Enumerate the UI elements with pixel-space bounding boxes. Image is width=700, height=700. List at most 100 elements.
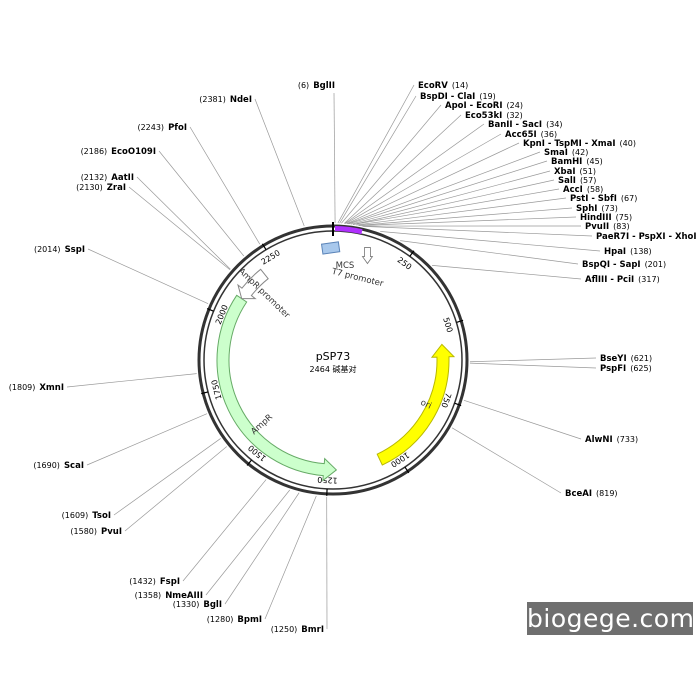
site-label-psti-sbfi: PstI - SbfI (67) — [570, 194, 637, 204]
site-name: ZraI — [107, 183, 126, 193]
site-label-alwni: AlwNI(733) — [585, 435, 638, 445]
site-name: BmrI — [301, 625, 324, 635]
plasmid-size: 2464 碱基对 — [310, 364, 357, 374]
leader-line-paer7i-pspxi-xhoi — [363, 226, 593, 237]
site-name: HindIII — [580, 213, 612, 223]
leader-line-sspi — [87, 248, 209, 305]
site-position: (14) — [452, 81, 468, 90]
leader-line-bamhi — [348, 160, 548, 225]
leader-line-sphi — [358, 207, 573, 226]
mcs-label: MCS — [336, 261, 355, 271]
leader-line-smai — [347, 151, 541, 225]
site-position: (2186) — [81, 147, 108, 156]
site-name: BglI — [203, 600, 222, 610]
site-name: BspDI - ClaI — [420, 92, 475, 102]
leader-line-ndei — [254, 98, 305, 227]
leader-line-hindiii — [359, 216, 577, 226]
scale-tick — [246, 459, 253, 466]
site-label-paer7i-pspxi-xhoi: PaeR7I - PspXI - XhoI(87) — [596, 232, 700, 242]
site-label-ecoo109i: (2186)EcoO109I — [81, 147, 156, 157]
ampr-feature-arrow — [216, 294, 338, 482]
site-name: BceAI — [565, 489, 592, 499]
leader-line-acc65i — [345, 133, 502, 224]
site-position: (1432) — [129, 577, 156, 586]
scale-tick — [206, 308, 214, 312]
site-name: ScaI — [64, 461, 84, 471]
scale-tick — [409, 250, 415, 257]
site-name: BanII - SacI — [488, 120, 542, 130]
site-name: BpmI — [237, 615, 262, 625]
site-label-smai: SmaI(42) — [544, 148, 588, 158]
leader-line-sali — [352, 179, 555, 225]
site-name: PstI - SbfI — [570, 194, 617, 204]
site-position: (138) — [630, 247, 652, 256]
site-label-zrai: (2130)ZraI — [76, 183, 126, 193]
leader-line-hpai — [380, 231, 601, 252]
site-name: BspQI - SapI — [582, 260, 641, 270]
leader-line-scai — [86, 413, 208, 466]
site-position: (40) — [620, 139, 636, 148]
site-name: FspI — [160, 577, 180, 587]
site-label-bglii: (6)BglII — [298, 81, 335, 91]
leader-line-bspdi-clai — [339, 95, 417, 224]
site-position: (2381) — [199, 95, 226, 104]
site-position: (1609) — [62, 511, 89, 520]
leader-line-bgli — [224, 492, 300, 605]
site-name: PaeR7I - PspXI - XhoI — [596, 232, 697, 242]
site-name: SphI — [576, 204, 597, 214]
site-position: (1809) — [9, 383, 36, 392]
site-label-ndei: (2381) NdeI — [199, 95, 252, 105]
site-position: (45) — [586, 157, 602, 166]
site-label-bamhi: BamHI (45) — [551, 157, 603, 167]
watermark: biogege.com — [527, 602, 695, 635]
site-position: (51) — [580, 167, 596, 176]
leader-line-aatii — [136, 176, 231, 270]
site-name: AccI — [563, 185, 583, 195]
leader-line-acci — [353, 188, 560, 225]
leader-line-pfoi — [189, 126, 261, 245]
site-label-scai: (1690)ScaI — [33, 461, 84, 471]
site-name: Eco53kI — [465, 111, 502, 121]
site-position: (1358) — [135, 591, 162, 600]
site-name: BamHI — [551, 157, 582, 167]
site-label-hindiii: HindIII(75) — [580, 213, 632, 223]
leader-line-pspfi — [469, 362, 597, 369]
site-label-aatii: (2132)AatII — [81, 173, 134, 183]
leader-line-xbai — [350, 170, 551, 225]
site-label-pvuii: PvuII(83) — [585, 222, 630, 232]
leader-line-psti-sbfi — [356, 197, 567, 226]
site-name: EcoO109I — [111, 147, 156, 157]
site-name: NdeI — [230, 95, 252, 105]
site-label-bmri: (1250)BmrI — [271, 625, 324, 635]
site-name: TsoI — [92, 511, 111, 521]
scale-tick — [201, 391, 209, 395]
site-position: (201) — [645, 260, 667, 269]
site-position: (2132) — [81, 173, 108, 182]
site-position: (34) — [546, 120, 562, 129]
ampr-label: AmpR — [249, 412, 275, 437]
site-name: AlwNI — [585, 435, 613, 445]
site-position: (1580) — [70, 527, 97, 536]
leader-line-apoi-ecori — [341, 104, 442, 224]
site-position: (819) — [596, 489, 618, 498]
scale-tick — [456, 319, 464, 323]
site-label-fspi: (1432) FspI — [129, 577, 180, 587]
site-name: HpaI — [604, 247, 626, 257]
site-label-nmeaiii: (1358)NmeAIII — [135, 591, 203, 601]
leader-line-eco53ki — [343, 114, 462, 224]
site-label-hpai: HpaI (138) — [604, 247, 652, 257]
site-position: (42) — [572, 148, 588, 157]
site-name: PfoI — [168, 123, 187, 133]
scale-tick — [454, 402, 462, 407]
site-position: (67) — [621, 194, 637, 203]
site-label-pvui: (1580)PvuI — [70, 527, 122, 537]
site-name: KpnI - TspMI - XmaI — [523, 139, 616, 149]
mcs-box — [320, 241, 341, 255]
leader-line-bglii — [333, 92, 336, 224]
site-position: (83) — [613, 222, 629, 231]
leader-line-bseyi — [469, 357, 597, 363]
ori-feature-arrow — [376, 343, 456, 466]
site-name: XbaI — [554, 167, 576, 177]
site-name: ApoI - EcoRI — [445, 101, 503, 111]
site-name: BseYI — [600, 354, 627, 364]
